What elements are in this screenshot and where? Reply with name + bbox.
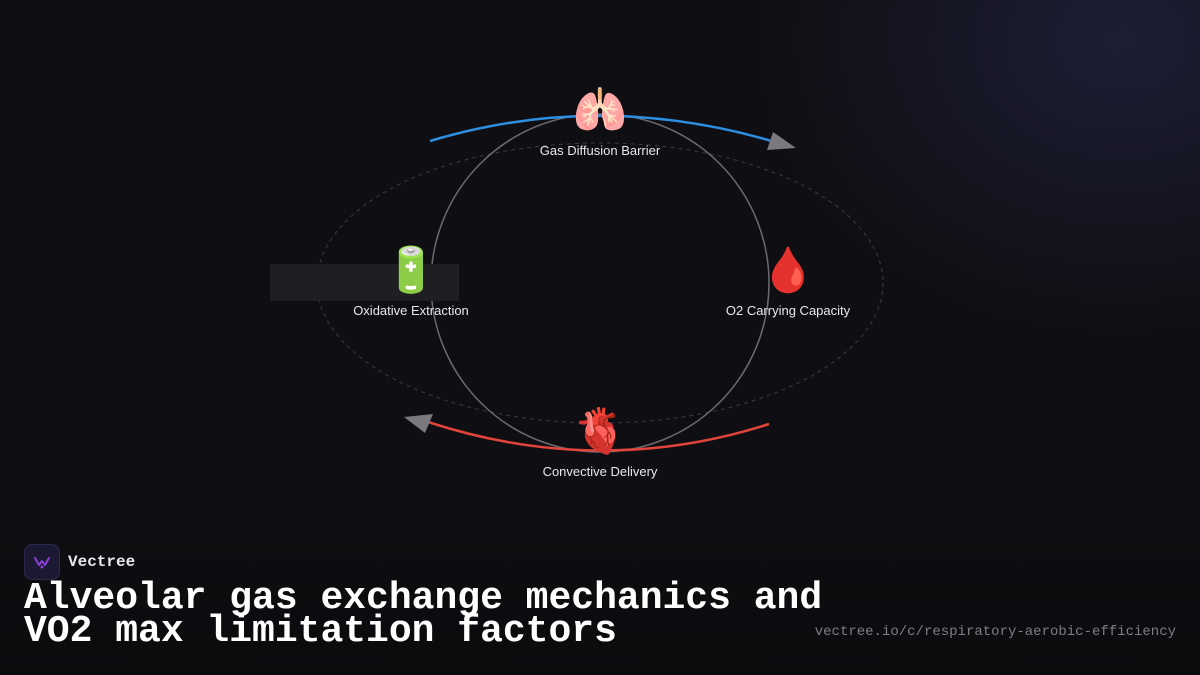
- brand-name: Vectree: [68, 553, 136, 571]
- top-flow-arc: [429, 114, 776, 144]
- anatomical-heart-icon: 🫀: [573, 406, 628, 457]
- node-oxidative-extraction: 🔋 Oxidative Extraction: [353, 245, 469, 318]
- left-node-highlight: [270, 264, 459, 301]
- node-label: Oxidative Extraction: [353, 303, 469, 318]
- title-line-2: VO2 max limitation factors: [24, 610, 617, 653]
- node-label: Convective Delivery: [543, 464, 658, 479]
- lungs-icon: 🫁: [573, 85, 628, 136]
- bottom-flow-arc: [427, 420, 770, 452]
- vectree-logo-icon: [24, 544, 60, 580]
- node-convective-delivery: 🫀 Convective Delivery: [543, 406, 658, 479]
- bottom-arrowhead: [404, 414, 433, 433]
- node-o2-carrying-capacity: 🩸 O2 Carrying Capacity: [726, 245, 851, 318]
- blood-drop-icon: 🩸: [761, 245, 816, 296]
- brand: Vectree: [24, 544, 135, 580]
- page-title: Alveolar gas exchange mechanics and VO2 …: [24, 577, 824, 653]
- cycle-circle: [430, 113, 770, 453]
- cycle-diagram: 🫁 Gas Diffusion Barrier 🩸 O2 Carrying Ca…: [270, 85, 884, 479]
- node-label: O2 Carrying Capacity: [726, 303, 851, 318]
- title-line-1: Alveolar gas exchange mechanics and: [24, 577, 823, 620]
- top-arrowhead: [767, 132, 796, 150]
- source-url: vectree.io/c/respiratory-aerobic-efficie…: [814, 624, 1176, 640]
- node-label: Gas Diffusion Barrier: [540, 143, 661, 158]
- node-gas-diffusion-barrier: 🫁 Gas Diffusion Barrier: [540, 85, 661, 158]
- battery-icon: 🔋: [384, 245, 439, 296]
